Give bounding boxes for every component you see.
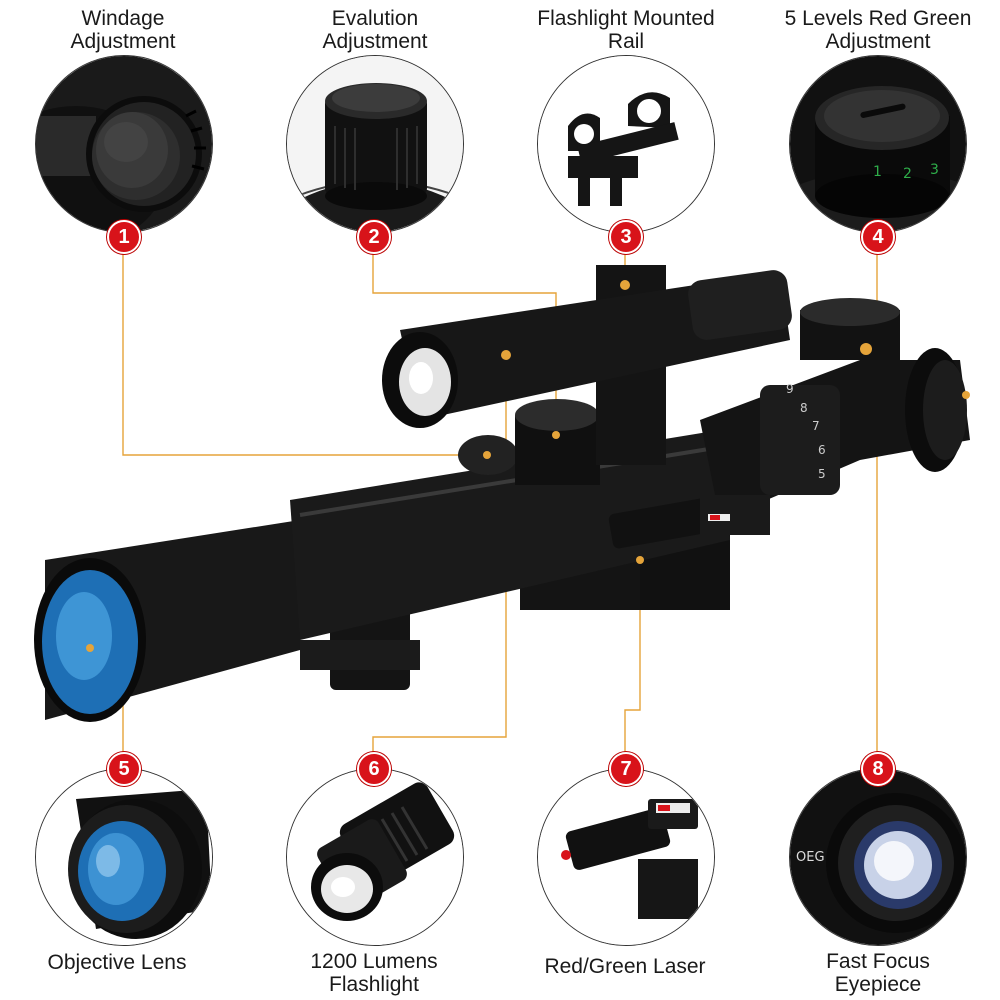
detail-circle-flashlight [286,768,464,946]
elevation-knob-image [287,56,463,232]
badge-8: 8 [861,752,895,786]
detail-circle-levels: 1 2 3 [789,55,967,233]
rail-mount-image [538,56,714,232]
objective-lens-image [36,769,212,945]
mag-marking-5: 5 [818,467,826,481]
badge-4: 4 [861,220,895,254]
detail-circle-laser [537,768,715,946]
badge-7: 7 [609,752,643,786]
detail-circle-elevation [286,55,464,233]
dial-number-2: 2 [903,166,912,182]
detail-circle-rail [537,55,715,233]
mag-marking-7: 7 [812,419,820,433]
detail-circle-windage [35,55,213,233]
mag-marking-9: 9 [786,382,794,396]
badge-6: 6 [357,752,391,786]
illumination-dial-image: 1 2 3 [790,56,966,232]
badge-2: 2 [357,220,391,254]
dial-number-1: 1 [873,164,882,180]
detail-circle-objective-lens [35,768,213,946]
eyepiece-marking: OEG [796,850,825,865]
eyepiece-image: OEG [790,769,966,945]
badge-5: 5 [107,752,141,786]
badge-3: 3 [609,220,643,254]
mag-marking-6: 6 [818,443,826,457]
detail-circle-eyepiece: OEG [789,768,967,946]
dial-number-3: 3 [930,162,939,178]
flashlight-image [287,769,463,945]
label-objective-lens: Objective Lens [47,951,187,974]
laser-image [538,769,714,945]
label-laser: Red/Green Laser [544,955,706,978]
windage-knob-image [36,56,212,232]
badge-1: 1 [107,220,141,254]
mag-marking-8: 8 [800,401,808,415]
